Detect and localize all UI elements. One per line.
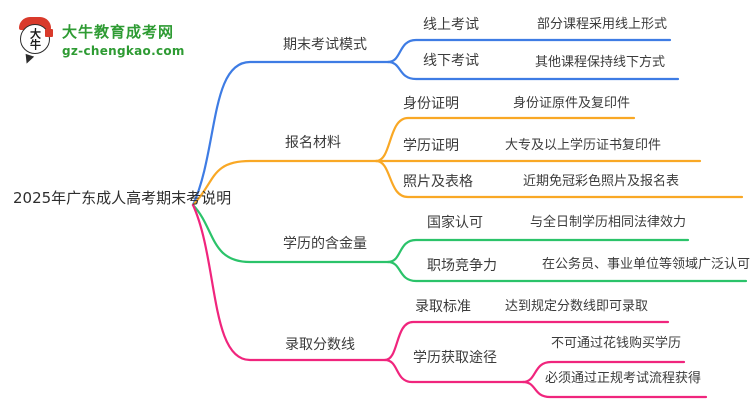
row-line-degree-acquisition bbox=[383, 358, 525, 384]
logo-bubble-tail bbox=[22, 53, 35, 66]
branch-label-registration-materials: 报名材料 bbox=[285, 135, 341, 151]
logo-icon-text: 大牛 bbox=[28, 28, 42, 50]
subnode-label-id-proof: 身份证明 bbox=[403, 96, 459, 112]
leaf-label-offline-courses: 其他课程保持线下方式 bbox=[535, 55, 666, 70]
leaf-label-equal-legal-effect: 与全日制学历相同法律效力 bbox=[530, 215, 687, 230]
logo-text-block: 大牛教育成考网 gz-chengkao.com bbox=[62, 17, 185, 58]
subnode-label-degree-acquisition: 学历获取途径 bbox=[413, 350, 497, 366]
leaf-label-diploma-copy: 大专及以上学历证书复印件 bbox=[505, 138, 662, 153]
subnode-label-degree-proof: 学历证明 bbox=[403, 138, 459, 154]
branch-label-admission-score: 录取分数线 bbox=[285, 337, 355, 353]
row-line-photos-forms bbox=[374, 159, 744, 199]
row-line-id-proof bbox=[374, 116, 636, 163]
logo-site-title: 大牛教育成考网 bbox=[62, 23, 175, 41]
site-logo: 大牛 大牛教育成考网 gz-chengkao.com bbox=[18, 17, 185, 67]
subnode-label-photos-forms: 照片及表格 bbox=[403, 174, 473, 190]
row-line-admission-standard bbox=[383, 320, 670, 362]
row-line-career-competitiveness bbox=[386, 260, 748, 283]
subnode-label-admission-standard: 录取标准 bbox=[415, 299, 471, 315]
central-topic: 2025年广东成人高考期末考说明 bbox=[13, 189, 232, 207]
leaf-label-widely-recognized: 在公务员、事业单位等领域广泛认可 bbox=[542, 257, 750, 272]
leaf-label-online-courses: 部分课程采用线上形式 bbox=[537, 17, 668, 32]
leaf-label-formal-exam-process: 必须通过正规考试流程获得 bbox=[545, 371, 702, 386]
subnode-label-career-competitiveness: 职场竞争力 bbox=[427, 258, 497, 274]
row-line-no-buying-degree bbox=[521, 360, 686, 384]
logo-site-url: gz-chengkao.com bbox=[62, 44, 185, 58]
branch-line-admission-score bbox=[191, 203, 387, 362]
leaf-label-id-original-copy: 身份证原件及复印件 bbox=[513, 96, 631, 111]
subnode-label-offline-exam: 线下考试 bbox=[423, 53, 479, 69]
branch-label-exam-mode: 期末考试模式 bbox=[283, 37, 367, 53]
leaf-label-reach-score-admitted: 达到规定分数线即可录取 bbox=[505, 299, 649, 314]
subnode-label-online-exam: 线上考试 bbox=[423, 17, 479, 33]
leaf-label-no-buying-degree: 不可通过花钱购买学历 bbox=[551, 336, 682, 351]
row-line-offline-exam bbox=[386, 60, 680, 81]
row-line-formal-exam-process bbox=[521, 380, 708, 399]
logo-seal-icon bbox=[45, 29, 53, 37]
branch-line-degree-value bbox=[191, 203, 390, 264]
row-line-online-exam bbox=[386, 38, 672, 64]
branch-label-degree-value: 学历的含金量 bbox=[283, 236, 367, 252]
subnode-label-state-recognition: 国家认可 bbox=[427, 215, 483, 231]
leaf-label-photos-and-form: 近期免冠彩色照片及报名表 bbox=[523, 174, 680, 189]
branch-line-registration-materials bbox=[191, 159, 378, 207]
row-line-state-recognition bbox=[386, 238, 690, 264]
branch-line-exam-mode bbox=[191, 60, 390, 207]
daniu-logo-icon: 大牛 bbox=[18, 17, 54, 67]
